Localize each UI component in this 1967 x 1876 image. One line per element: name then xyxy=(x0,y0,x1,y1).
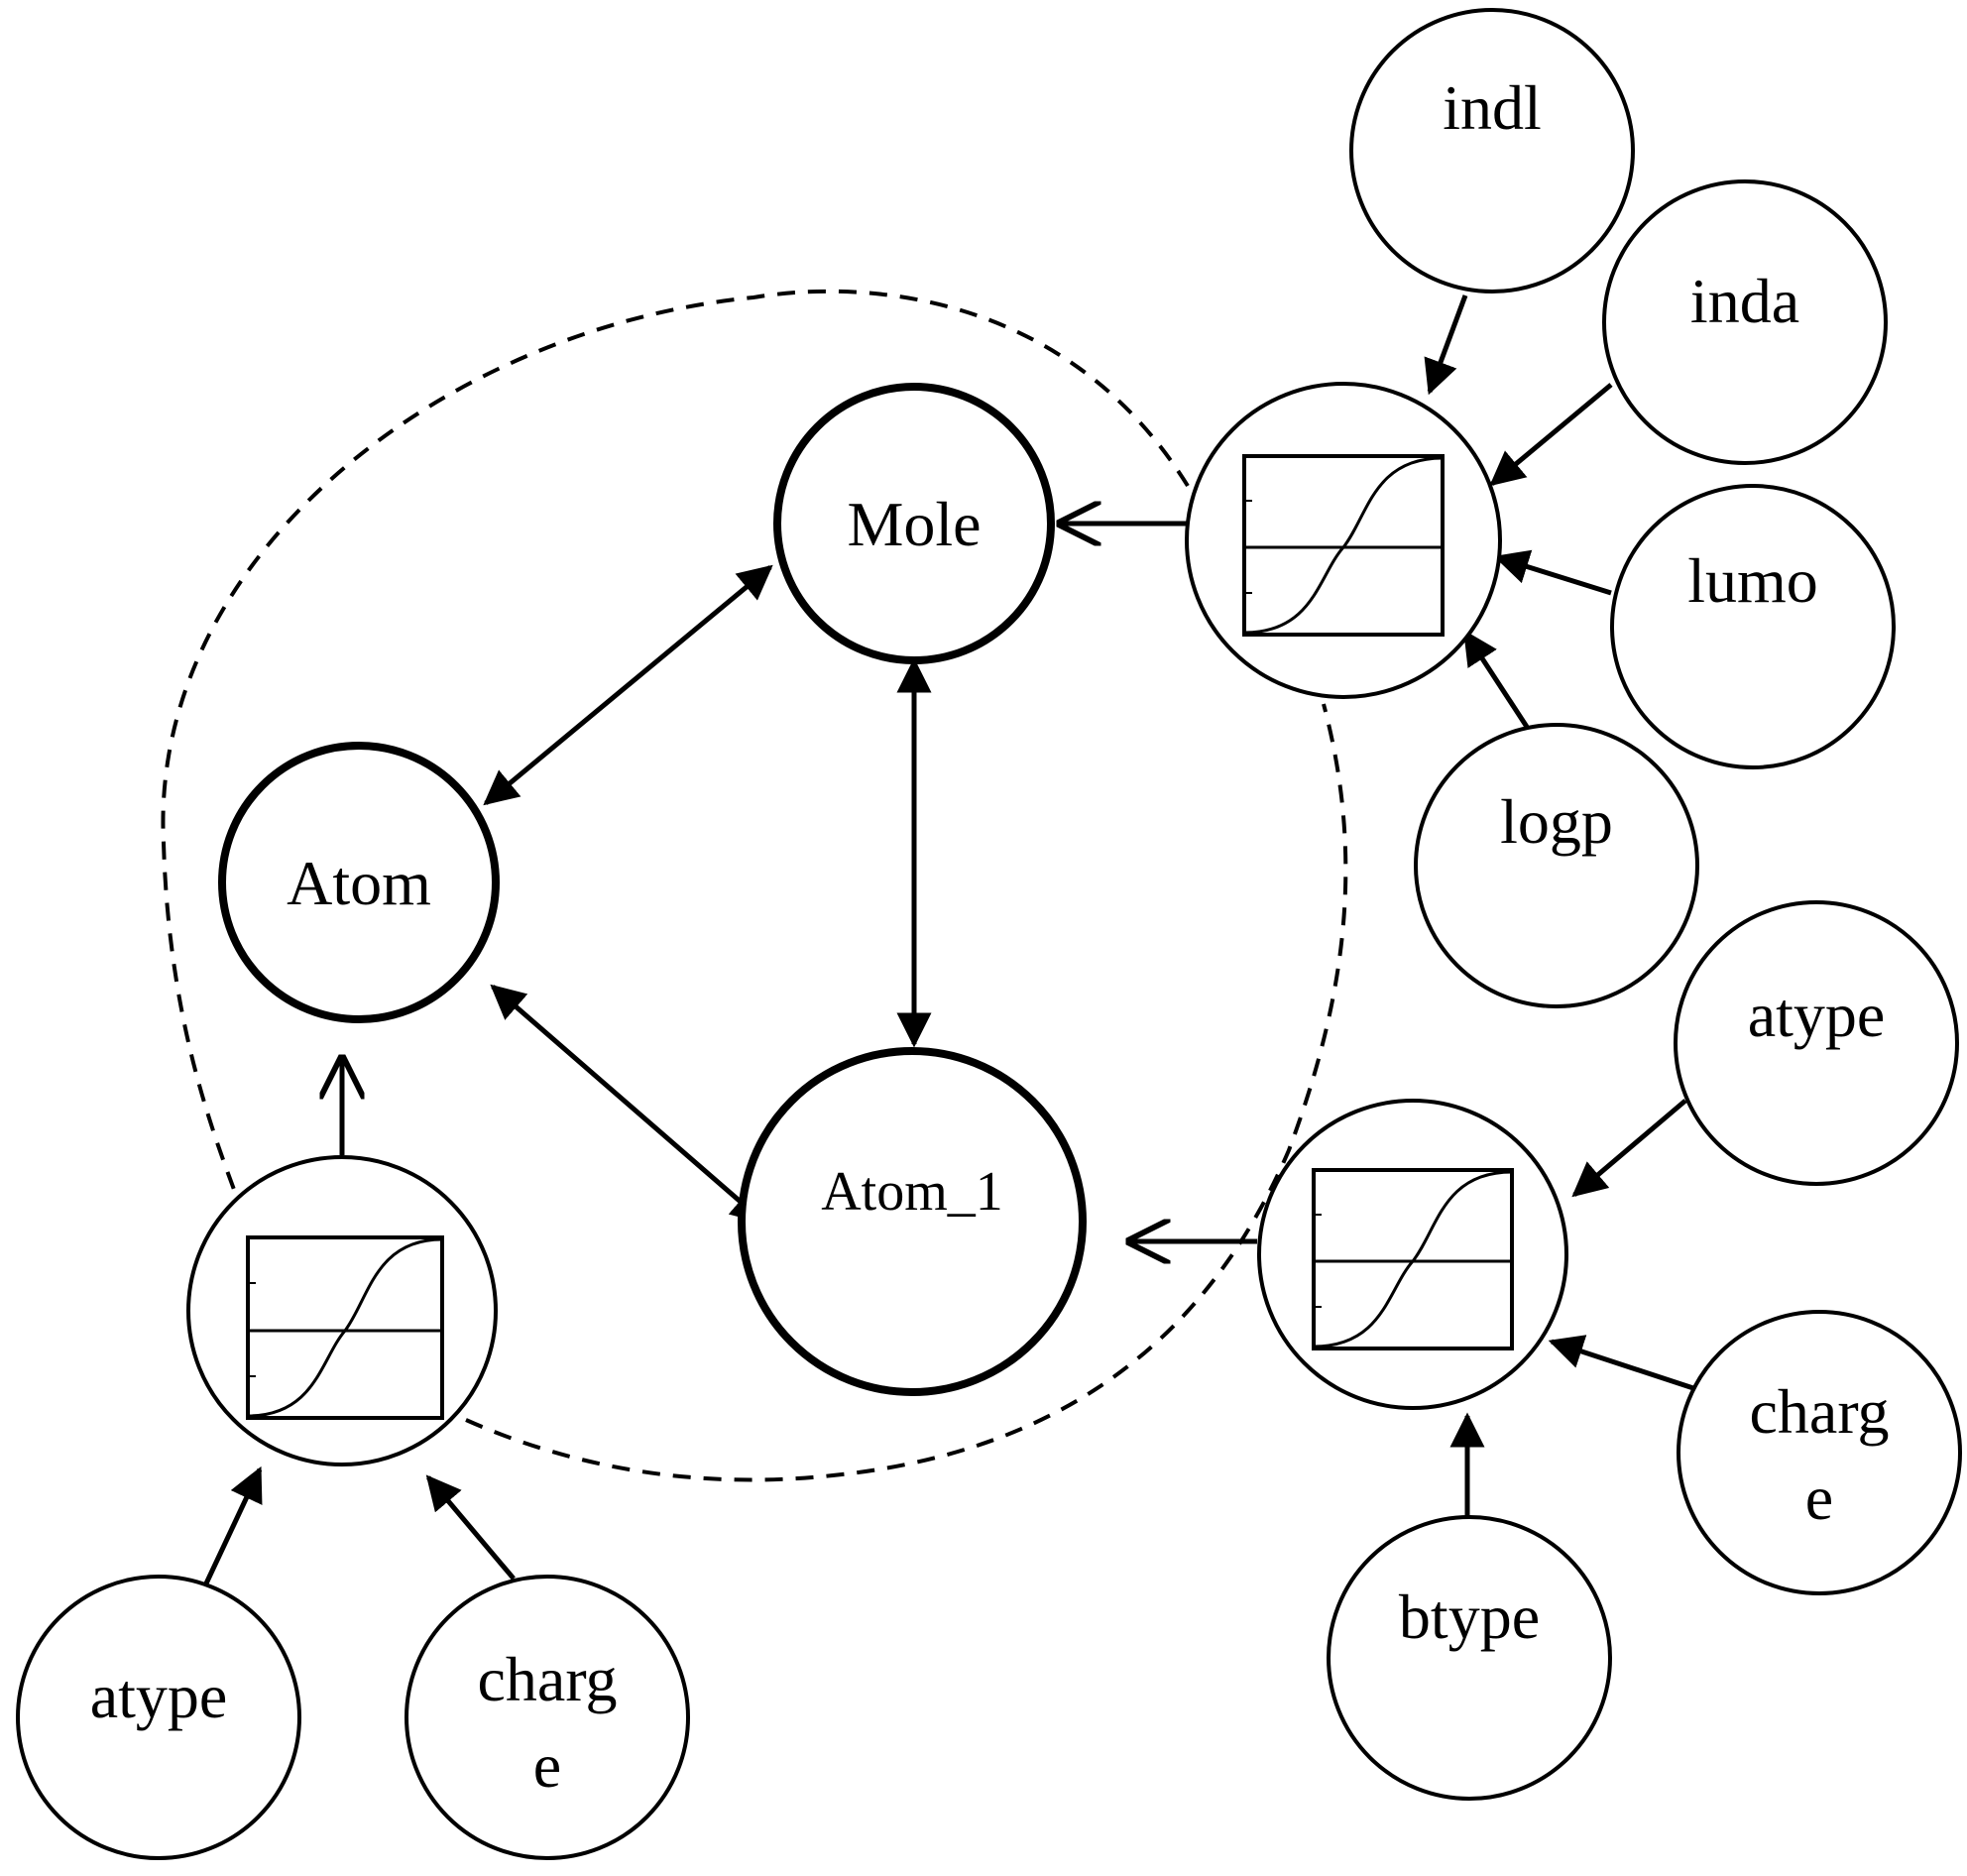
sigmoid-plot-icon xyxy=(1242,454,1445,637)
node-label: atype xyxy=(90,1661,228,1731)
plot-node-mole xyxy=(1185,382,1502,699)
node-logp: logp xyxy=(1414,723,1699,1008)
node-label: atype xyxy=(1748,980,1886,1050)
dashed-boundary xyxy=(161,289,1190,1196)
edge-lumo-plot xyxy=(1493,549,1612,596)
node-atom: Atom xyxy=(218,742,500,1023)
node-label: btype xyxy=(1399,1582,1540,1652)
node-label: Atom xyxy=(287,848,431,918)
node-label: e xyxy=(533,1730,561,1801)
node-atype-right: atype xyxy=(1674,900,1959,1186)
edge-mole-atom xyxy=(483,564,773,806)
node-label: lumo xyxy=(1687,545,1818,616)
node-label: inda xyxy=(1690,266,1799,336)
node-label: indl xyxy=(1443,72,1542,143)
edge-logp-plot xyxy=(1462,630,1530,729)
node-label: Atom_1 xyxy=(821,1161,1003,1223)
node-btype: btype xyxy=(1327,1515,1612,1801)
edge-charge-left-plot xyxy=(425,1474,516,1581)
node-label: charg xyxy=(1750,1376,1890,1447)
node-label: Mole xyxy=(847,489,981,559)
node-inda: inda xyxy=(1602,179,1888,465)
node-atype-left: atype xyxy=(16,1575,301,1860)
edge-charge-right-plot xyxy=(1548,1335,1694,1391)
sigmoid-plot-icon xyxy=(246,1235,444,1420)
node-atom-1: Atom_1 xyxy=(738,1047,1087,1396)
plot-node-atom xyxy=(186,1155,498,1466)
edge-inda-plot xyxy=(1489,383,1613,487)
edge-atom-atom1 xyxy=(490,984,766,1225)
node-indl: indl xyxy=(1349,8,1635,293)
node-label: e xyxy=(1805,1463,1833,1533)
node-label: logp xyxy=(1500,786,1613,857)
node-charge-right: charg e xyxy=(1677,1310,1962,1595)
edge-atype-right-plot xyxy=(1571,1099,1687,1198)
node-label: charg xyxy=(478,1644,618,1714)
edge-indl-plot xyxy=(1424,294,1468,396)
node-mole: Mole xyxy=(773,383,1055,664)
dashed-boundary-lower xyxy=(465,703,1348,1482)
sigmoid-plot-icon xyxy=(1312,1168,1514,1350)
edge-atype-left-plot xyxy=(203,1466,263,1585)
node-lumo: lumo xyxy=(1610,484,1896,769)
plot-node-atom1 xyxy=(1257,1099,1568,1410)
node-charge-left: charg e xyxy=(405,1575,690,1860)
